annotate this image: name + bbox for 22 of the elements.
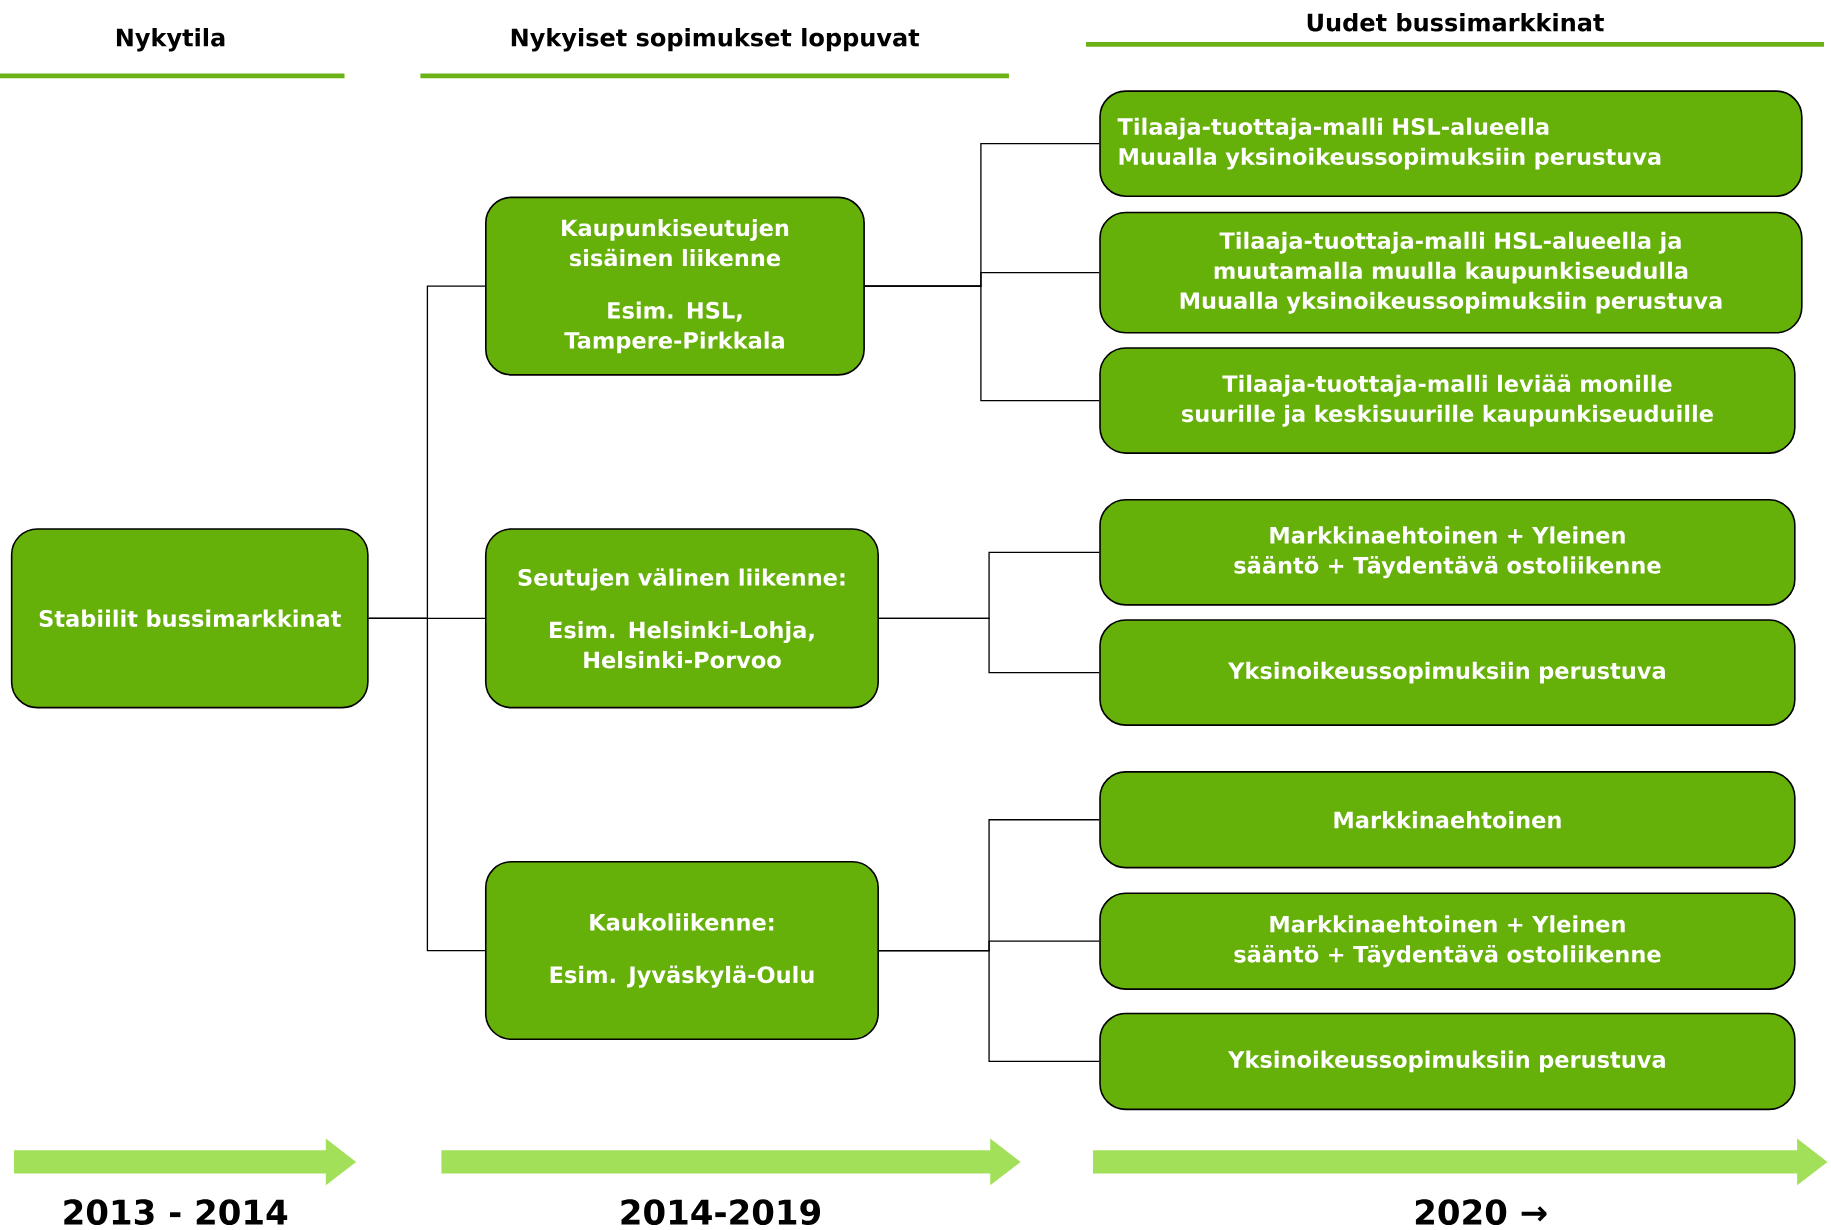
process-box: Yksinoikeussopimuksiin perustuva (1099, 1012, 1796, 1111)
column-heading: Nykytila (116, 28, 225, 52)
connector-line (864, 285, 1100, 402)
process-box: Markkinaehtoinen + Yleinen sääntö + Täydentävä ostoliikenne (1099, 892, 1796, 991)
process-box: Stabiilit bussimarkkinat (10, 528, 369, 709)
year-label: 2013 - 2014 (64, 1199, 288, 1226)
process-box: Tilaaja-tuottaja-malli HSL-alueella ja muutamalla muulla kaupunkiseudulla Muualla yksinoikeussopimuksiin perustuva (1099, 211, 1803, 334)
connector-line (368, 617, 486, 952)
process-box: Kaupunkiseutujen sisäinen liikenne Esim. HSL, Tampere-Pirkkala (485, 196, 865, 376)
process-box: Markkinaehtoinen + Yleinen sääntö + Täydentävä ostoliikenne (1099, 499, 1796, 606)
connector-line (878, 617, 1100, 674)
year-label: 2020 → (1415, 1199, 1547, 1226)
column-heading: Uudet bussimarkkinat (1307, 13, 1604, 32)
process-box: Yksinoikeussopimuksiin perustuva (1099, 619, 1796, 727)
process-box: Tilaaja-tuottaja-malli leviää monille suurille ja keskisuurille kaupunkiseuduille (1099, 347, 1796, 455)
connector-line (878, 950, 1100, 1063)
process-box: Markkinaehtoinen (1099, 771, 1796, 869)
process-box: Kaukoliikenne: Esim. Jyväskylä-Oulu (484, 861, 879, 1041)
year-label: 2014-2019 (621, 1199, 821, 1226)
process-box: Tilaaja-tuottaja-malli HSL-alueella Muualla yksinoikeussopimuksiin perustuva (1099, 90, 1803, 198)
process-box: Seutujen välinen liikenne: Esim. Helsinki-Lohja, Helsinki-Porvoo (484, 528, 879, 709)
column-heading: Nykyiset sopimukset loppuvat (511, 28, 920, 52)
